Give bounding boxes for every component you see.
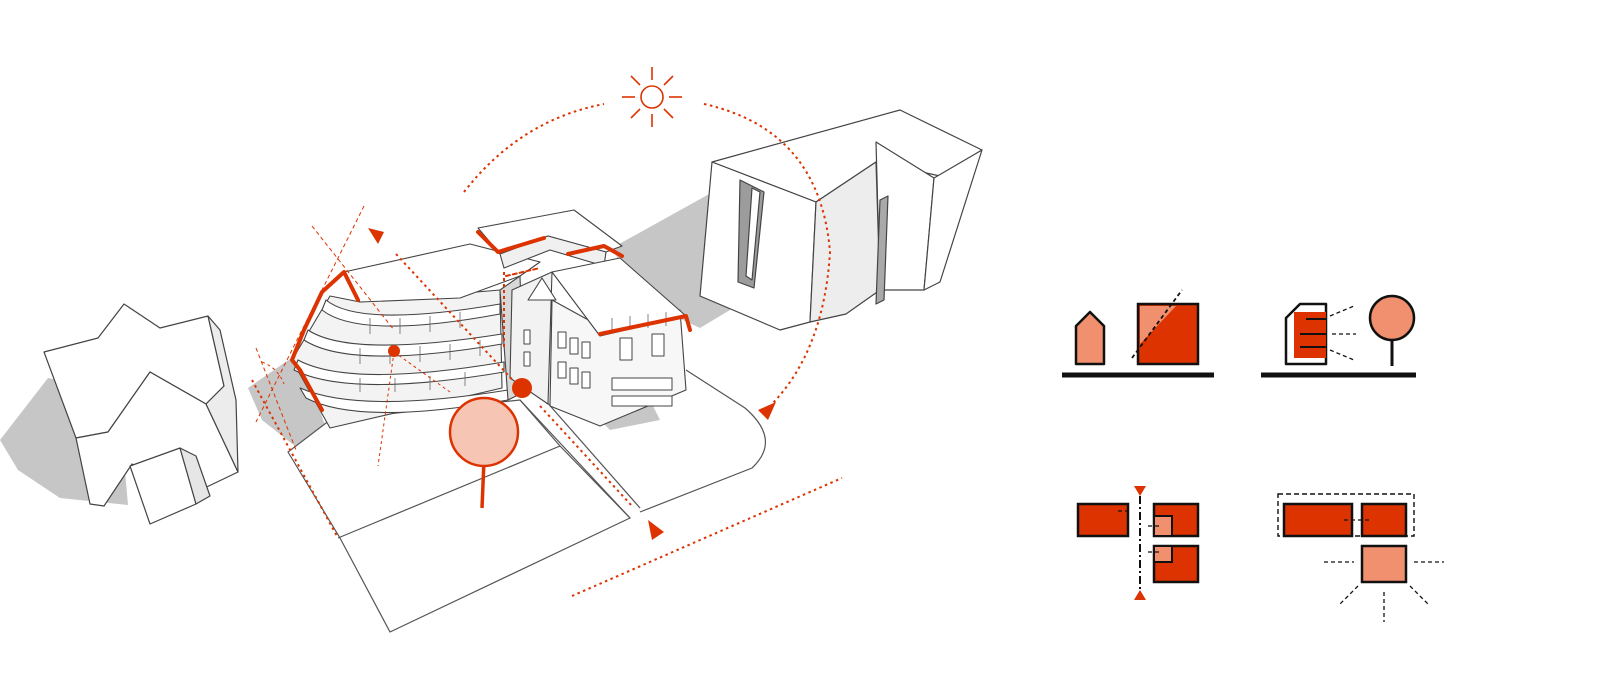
building-complex — [291, 209, 687, 429]
neighbor-tower — [699, 109, 983, 331]
split-volume-icon — [1076, 486, 1200, 600]
plot-edge-line — [337, 445, 561, 539]
split-axis-arrow-bottom — [1134, 590, 1146, 600]
concept-icons — [1062, 289, 1444, 622]
radiate-dash-down-right — [1409, 585, 1429, 605]
sun-path-arrow — [758, 402, 776, 420]
neighbor-house — [43, 303, 239, 525]
terrace-windows — [359, 312, 481, 392]
projection-dash-1 — [1329, 305, 1355, 317]
projection-dash-3 — [1329, 349, 1355, 361]
axis-line-b — [255, 205, 365, 423]
street-edge-a — [519, 399, 631, 519]
movement-arrow-start — [368, 228, 384, 244]
terrace-slab-3 — [293, 359, 505, 386]
split-axis-arrow-top — [1134, 486, 1146, 496]
split-left-block — [1076, 502, 1130, 538]
split-inset-top — [1153, 515, 1173, 537]
courtyard-light-block — [1360, 544, 1408, 584]
split-inset-bottom — [1153, 545, 1173, 563]
complex-shadow — [248, 352, 330, 450]
movement-axis — [395, 253, 521, 389]
axis-line-c — [255, 347, 297, 451]
small-house-shape — [1074, 310, 1106, 366]
sun-icon — [622, 67, 682, 127]
courtyard-boundary — [1277, 493, 1415, 537]
historic-gable — [527, 277, 557, 301]
height-step-icon — [1062, 289, 1214, 378]
historic-windows — [523, 329, 673, 407]
boundary-dotted-right — [571, 477, 843, 597]
movement-arrow-end — [648, 520, 664, 540]
split-right-bottom-block — [1152, 544, 1200, 584]
legend-tree-crown — [1368, 294, 1416, 342]
analysis-overlay — [251, 67, 843, 597]
historic-building-wall-left — [509, 271, 553, 405]
tree-icon — [448, 396, 520, 509]
facade-projection-icon — [1261, 294, 1416, 378]
plot-boundary-highlight — [505, 267, 541, 277]
radiate-dash-down-left — [1339, 585, 1359, 605]
setback-line — [1131, 289, 1183, 359]
angle-arc — [261, 361, 285, 385]
ground-layer — [287, 369, 767, 633]
terrace-slab-2 — [303, 329, 503, 357]
courtyard-volume-icon — [1277, 493, 1444, 622]
courtyard-block-left — [1282, 502, 1354, 538]
highlight-edges — [290, 230, 692, 412]
sun-path-left-arc — [463, 103, 605, 193]
terrace-slab-1 — [321, 299, 501, 327]
node-marker-small — [388, 345, 400, 357]
link-block-highlight-left — [476, 230, 546, 254]
historic-roof-highlight — [598, 314, 692, 336]
street-corner-curb — [639, 369, 767, 513]
house-annex-side — [179, 447, 211, 505]
node-marker-large — [512, 378, 532, 398]
street-edge-b — [537, 391, 641, 509]
sun-path-right-arc — [703, 103, 832, 405]
tower-recess-inner — [745, 187, 761, 281]
movement-axis-lower — [539, 405, 633, 507]
tower-end-face — [923, 149, 983, 291]
house-wall-side — [205, 315, 239, 473]
terrace-outline-highlight — [290, 270, 360, 412]
axis-line-a — [311, 225, 395, 331]
link-block-highlight-right — [566, 244, 624, 258]
view-line-tree — [377, 351, 395, 467]
tower-fin-shadow — [875, 195, 889, 305]
